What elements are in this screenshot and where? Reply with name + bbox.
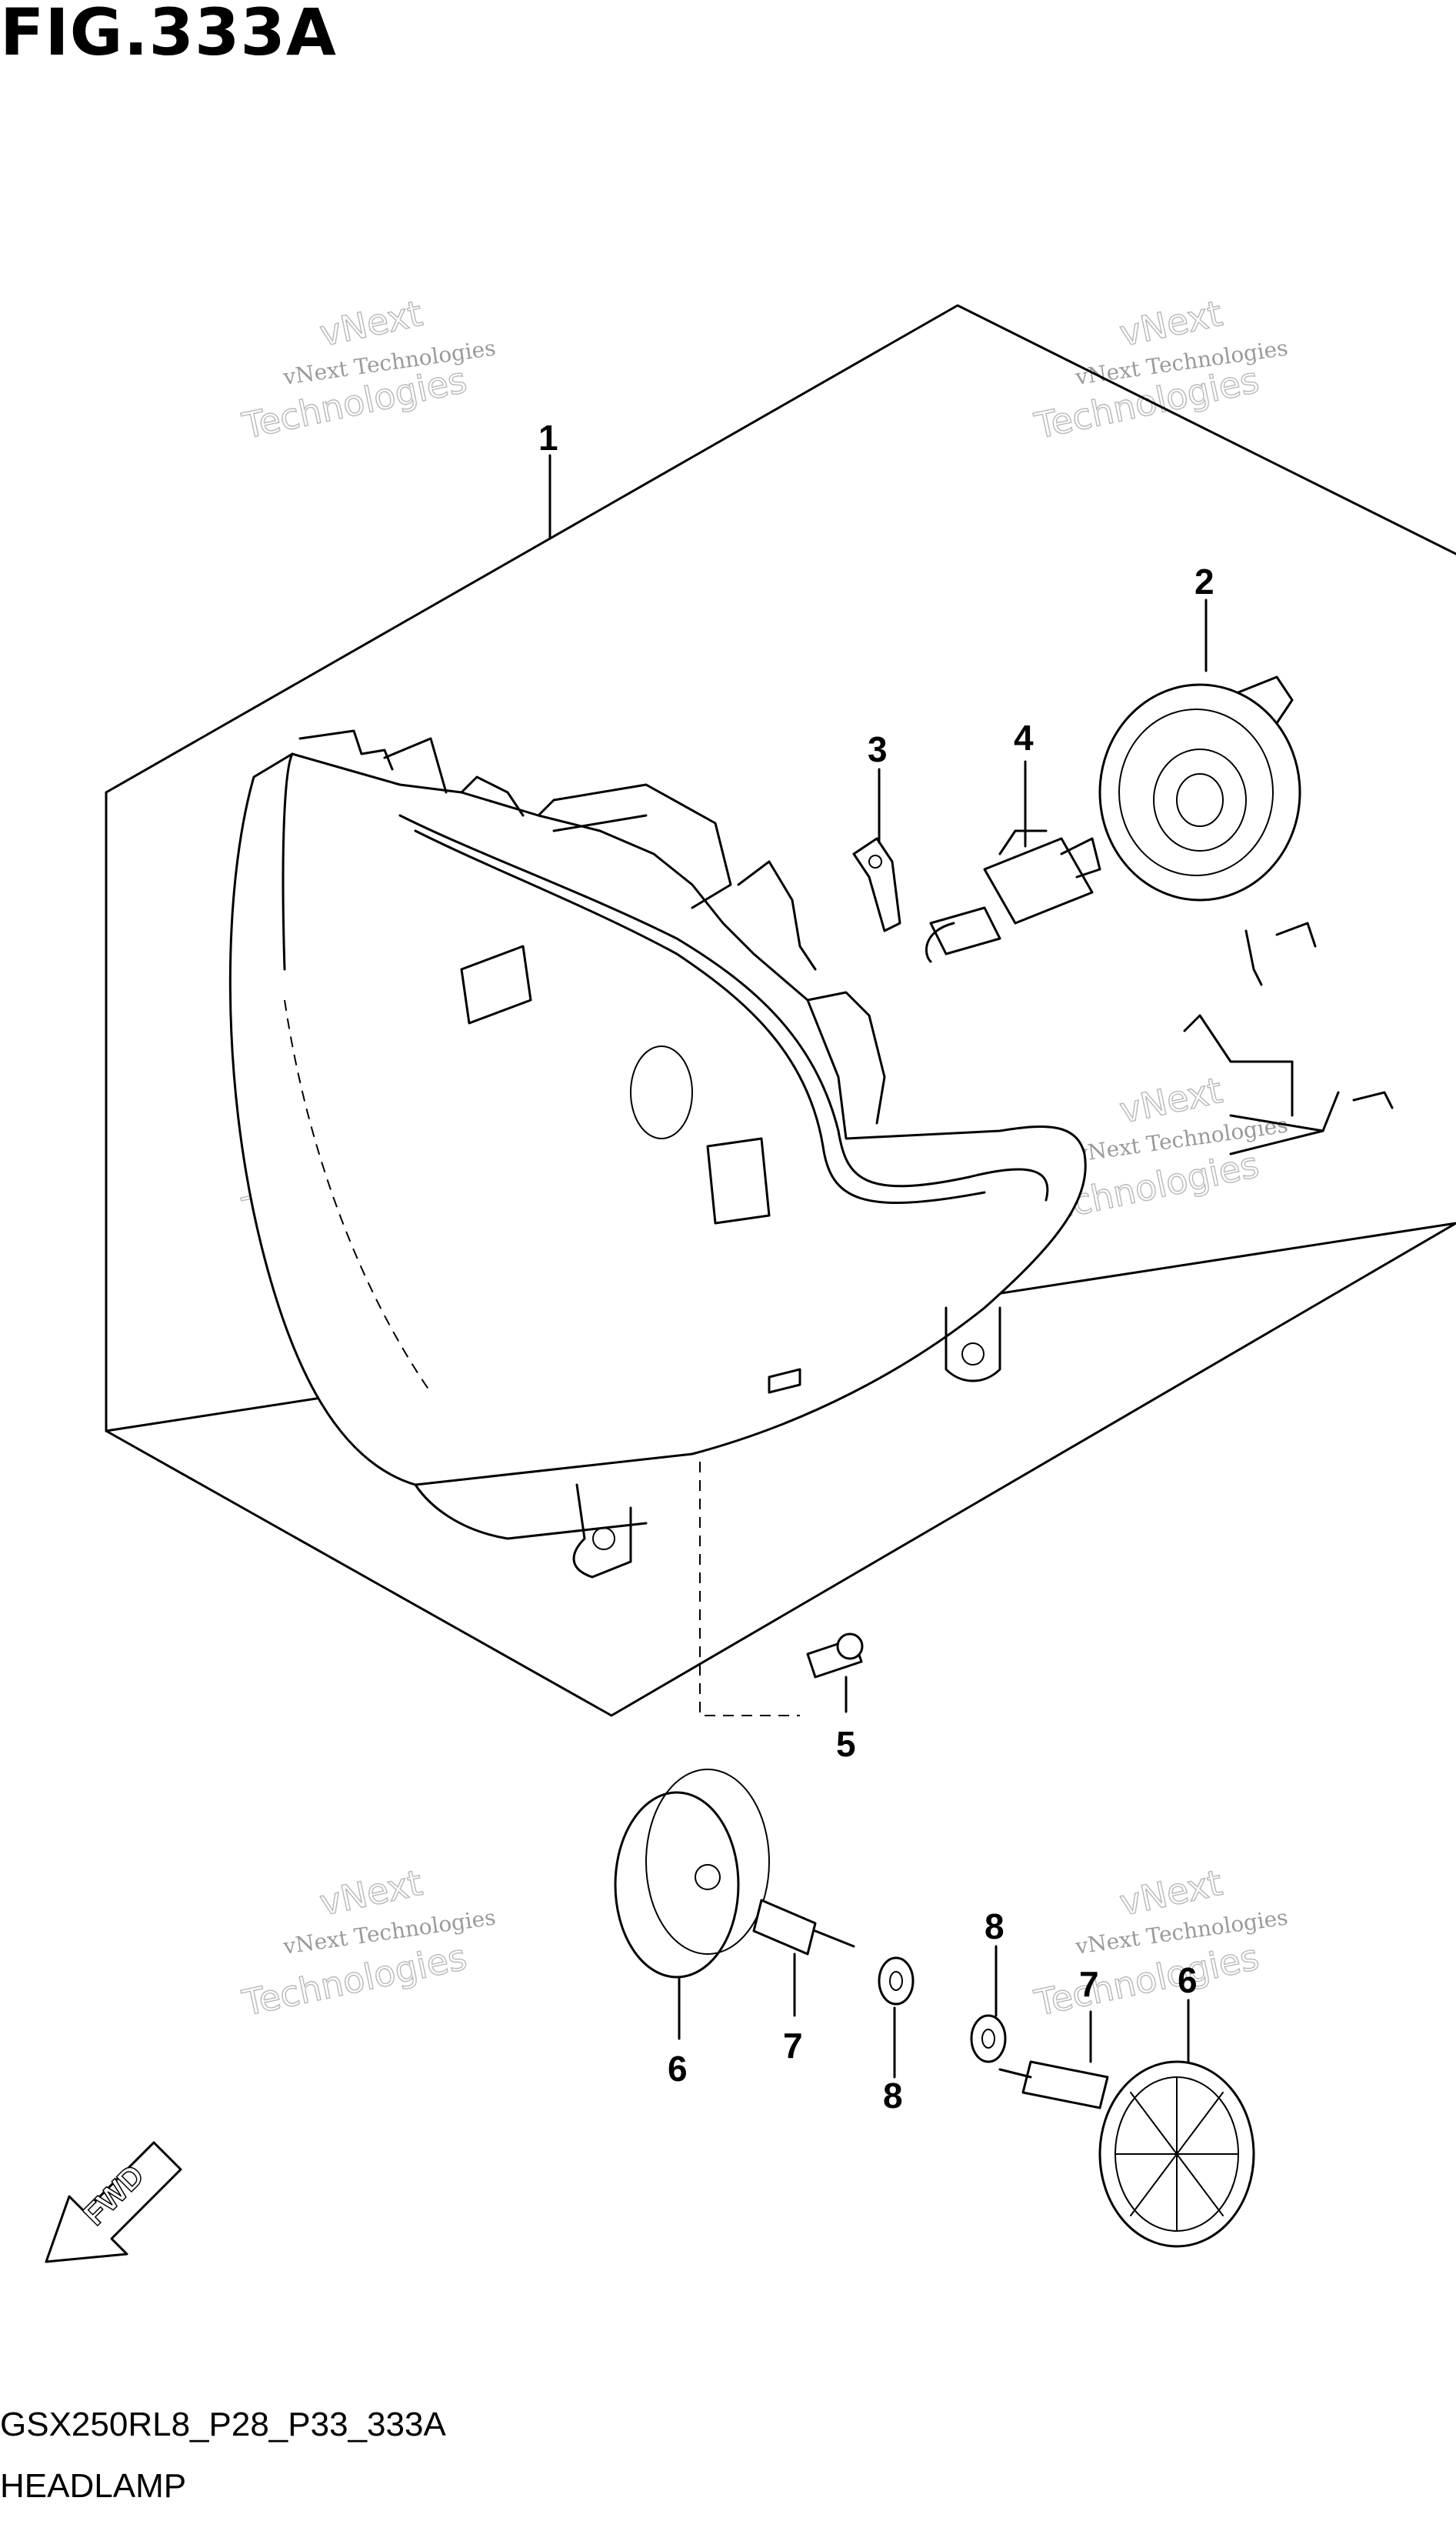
callout-5: 5 [836, 1724, 856, 1764]
watermark-bottom-right: vNext Technologies vNext Technologies [1030, 1861, 1289, 2024]
cap-part-6-left [614, 1769, 770, 1979]
callout-4: 4 [1014, 718, 1034, 758]
pin-part-7-right [998, 2060, 1109, 2109]
spring-clip-part-3 [852, 837, 901, 932]
bulb-socket-part-2 [1098, 675, 1301, 902]
callout-7-left: 7 [783, 2026, 803, 2066]
model-code-caption: GSX250RL8_P28_P33_333A [0, 2406, 446, 2443]
callout-2: 2 [1194, 562, 1214, 602]
callout-7-right: 7 [1079, 1964, 1099, 2004]
bulb-part-4 [925, 829, 1101, 963]
watermark-top-right: vNext Technologies vNext Technologies [1030, 292, 1289, 447]
pin-part-7-left [752, 1899, 855, 1956]
screw-part-5 [699, 1462, 864, 1716]
adjuster-bracket [1183, 922, 1394, 1155]
watermark-text: vNext [316, 1862, 426, 1924]
reflector-part-6-right [1098, 2060, 1255, 2248]
callout-8-left: 8 [883, 2076, 903, 2116]
fwd-direction-arrow: FWD [45, 2141, 182, 2263]
figure-title: FIG.333A [0, 0, 337, 70]
leader-lines [548, 454, 1208, 2079]
callout-6-left: 6 [668, 2049, 688, 2089]
watermark-text: vNext [316, 292, 426, 355]
part-name-caption: HEADLAMP [0, 2467, 187, 2505]
callout-1: 1 [538, 418, 558, 458]
washer-part-8-right [970, 2014, 1007, 2063]
callout-3: 3 [868, 729, 888, 769]
callout-8-right: 8 [985, 1906, 1005, 1946]
washer-part-8-left [878, 1956, 915, 2006]
headlamp-housing [228, 729, 1087, 1579]
watermark-bottom-left: vNext Technologies vNext Technologies [238, 1861, 497, 2024]
callout-6-right: 6 [1178, 1960, 1198, 2000]
watermark-top-left: vNext Technologies vNext Technologies [238, 292, 497, 447]
